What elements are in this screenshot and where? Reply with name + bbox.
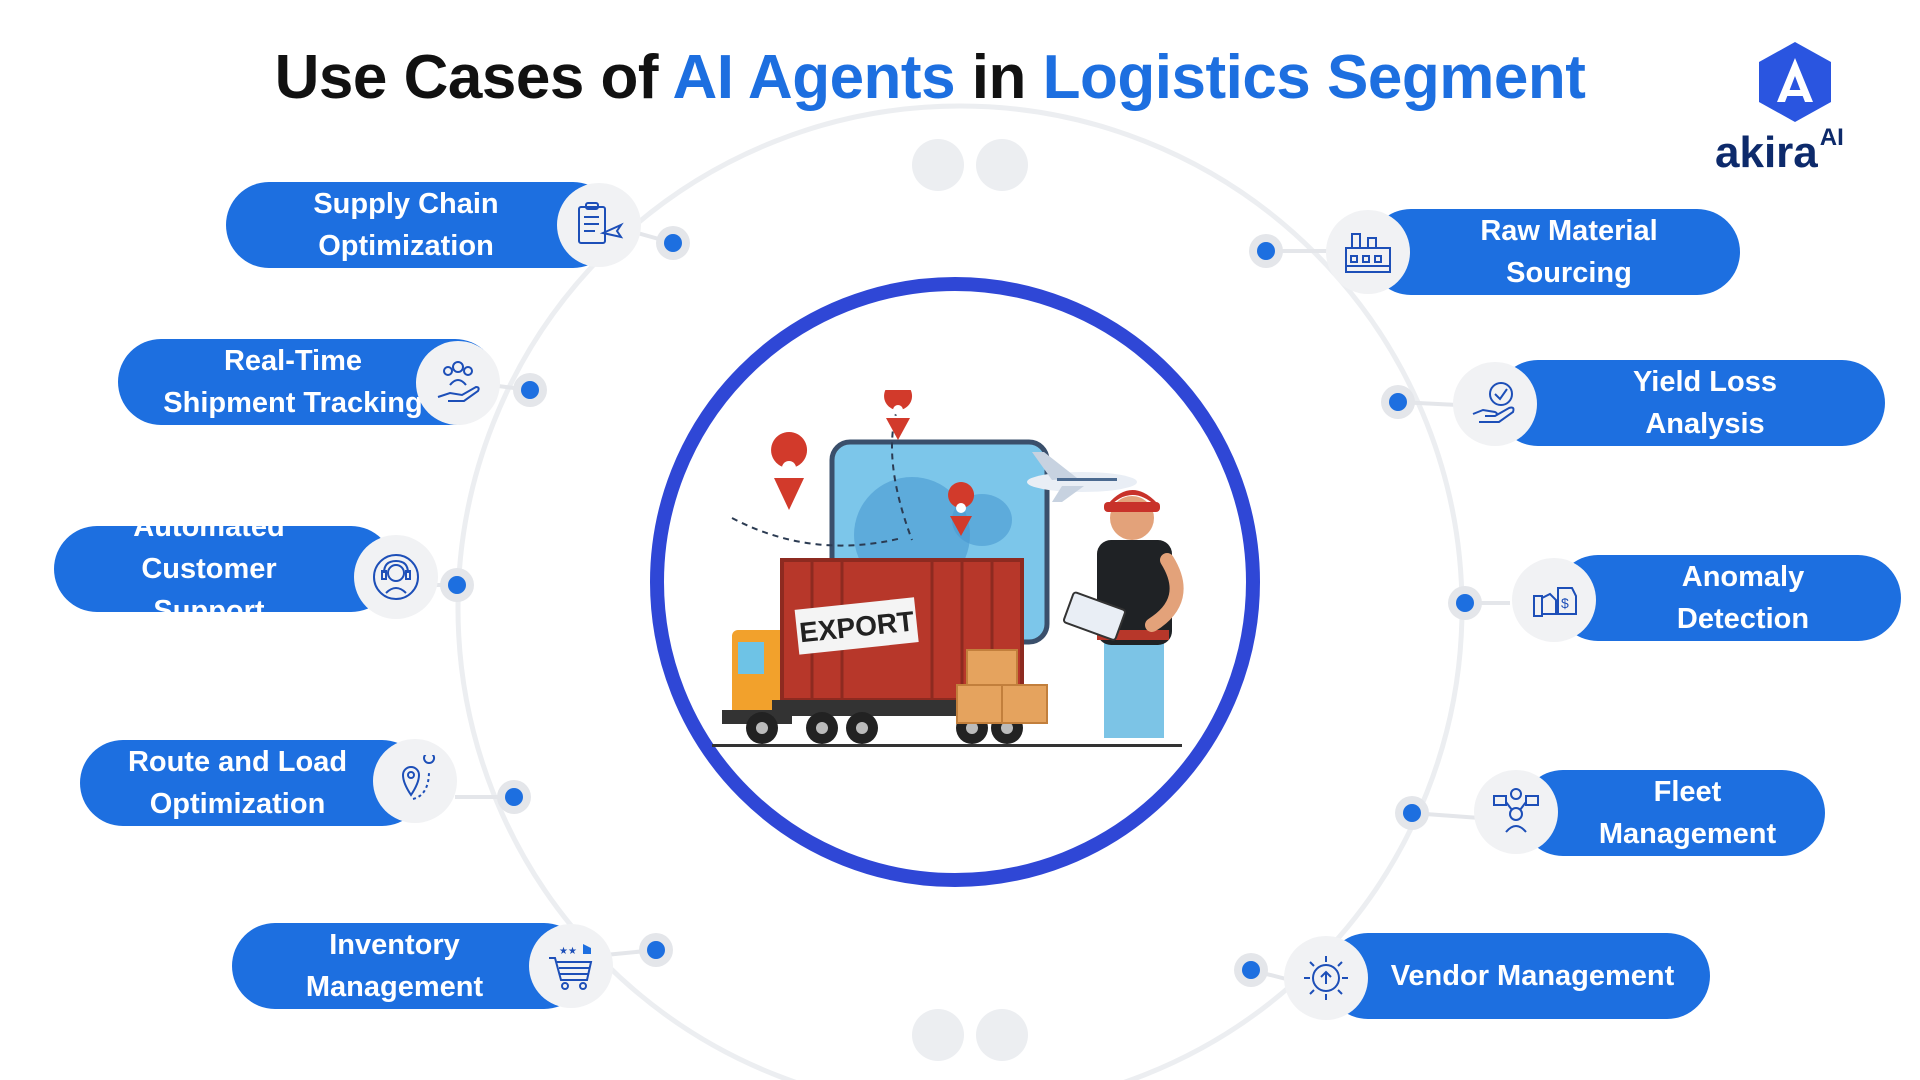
use-case-label: Raw Material Sourcing [1480, 215, 1658, 289]
route-pin-icon [373, 739, 457, 823]
gear-upload-icon [1284, 936, 1368, 1020]
title-part-3: in [955, 43, 1043, 112]
factory-icon [1326, 210, 1410, 294]
decor-circle-top-2 [976, 139, 1028, 191]
use-case-pill-fleet: Fleet Management [1520, 770, 1825, 856]
people-hand-icon [416, 341, 500, 425]
logistics-illustration: EXPORT [712, 390, 1184, 747]
connector-dot [639, 933, 673, 967]
clipboard-plane-icon [557, 183, 641, 267]
shopping-cart-icon: ★★ [529, 924, 613, 1008]
hand-check-icon [1453, 362, 1537, 446]
connector-dot [440, 568, 474, 602]
use-case-label: Supply Chain Optimization [313, 188, 499, 262]
use-case-label: Route and Load Optimization [127, 746, 348, 820]
decor-circle-bottom-1 [912, 1009, 964, 1061]
airplane-icon [1027, 452, 1137, 502]
connector-dot [656, 226, 690, 260]
connector-dot [1395, 796, 1429, 830]
use-case-label: Real-Time Shipment Tracking [163, 345, 423, 419]
svg-text:★★: ★★ [559, 946, 577, 957]
connector-dot [497, 780, 531, 814]
fleet-network-icon [1474, 770, 1558, 854]
use-case-pill-inventory: Inventory Management [232, 923, 587, 1009]
logo-superscript: AI [1819, 124, 1844, 152]
use-case-pill-raw-material: Raw Material Sourcing [1368, 209, 1740, 295]
use-case-pill-vendor: Vendor Management [1325, 933, 1710, 1019]
use-case-pill-supply-chain: Supply Chain Optimization [226, 182, 616, 268]
cargo-boxes [956, 649, 1048, 724]
connector-dot [513, 373, 547, 407]
title-part-1: Use Cases of [274, 43, 673, 112]
use-case-pill-yield-loss: Yield Loss Analysis [1495, 360, 1885, 446]
decor-circle-top-1 [912, 139, 964, 191]
map-pin-icon-1 [771, 432, 808, 510]
map-pin-icon-2 [884, 390, 913, 440]
use-case-label: Anomaly Detection [1676, 561, 1810, 635]
use-case-label: Inventory Management [305, 929, 484, 1003]
svg-text:$: $ [1561, 595, 1569, 611]
use-case-label: Automated Customer Support [133, 511, 285, 627]
connector-dot [1249, 234, 1283, 268]
worker-figure [1063, 490, 1184, 738]
logo-text: akira [1715, 128, 1818, 177]
use-case-pill-route-load: Route and Load Optimization [80, 740, 425, 826]
map-pin-icon-3 [948, 482, 975, 536]
use-case-pill-customer-support: Automated Customer Support [54, 511, 394, 627]
use-case-label: Fleet Management [1598, 776, 1777, 850]
use-case-pill-anomaly: Anomaly Detection [1555, 555, 1901, 641]
hand-money-tag-icon: $ [1512, 558, 1596, 642]
use-case-label: Vendor Management [1390, 960, 1675, 992]
connector-dot [1234, 953, 1268, 987]
page-title: Use Cases of AI Agents in Logistics Segm… [0, 42, 1860, 113]
connector-dot [1381, 385, 1415, 419]
title-part-4: Logistics Segment [1042, 43, 1586, 112]
akira-logo-hexagon-icon [1759, 42, 1831, 122]
decor-circle-bottom-2 [976, 1009, 1028, 1061]
title-part-2: AI Agents [672, 43, 956, 112]
headset-agent-icon [354, 535, 438, 619]
akira-logo: akiraAI [1715, 40, 1885, 180]
use-case-label: Yield Loss Analysis [1633, 366, 1777, 440]
logo-wordmark: akiraAI [1715, 124, 1844, 178]
connector-dot [1448, 586, 1482, 620]
